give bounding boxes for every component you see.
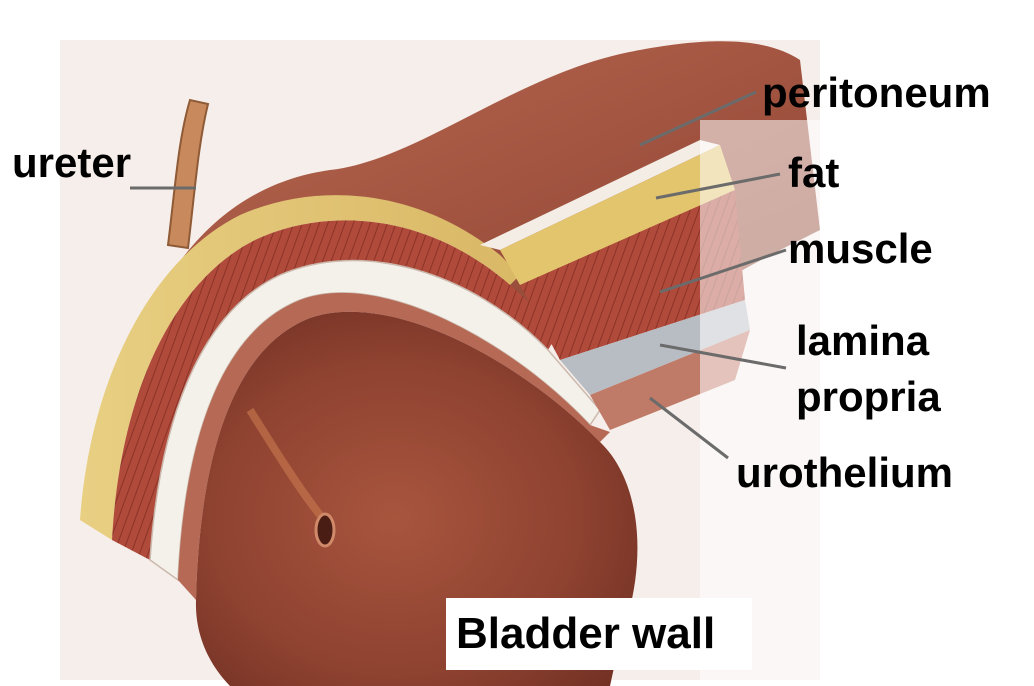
- label-muscle: muscle: [788, 228, 933, 270]
- label-peritoneum: peritoneum: [762, 72, 991, 114]
- label-ureter: ureter: [12, 142, 131, 184]
- label-urothelium: urothelium: [736, 452, 953, 494]
- ureteric-orifice: [316, 514, 334, 546]
- caption-bladder-wall: Bladder wall: [456, 612, 715, 656]
- label-lamina: lamina: [796, 320, 929, 362]
- label-propria: propria: [796, 376, 941, 418]
- label-fat: fat: [788, 152, 839, 194]
